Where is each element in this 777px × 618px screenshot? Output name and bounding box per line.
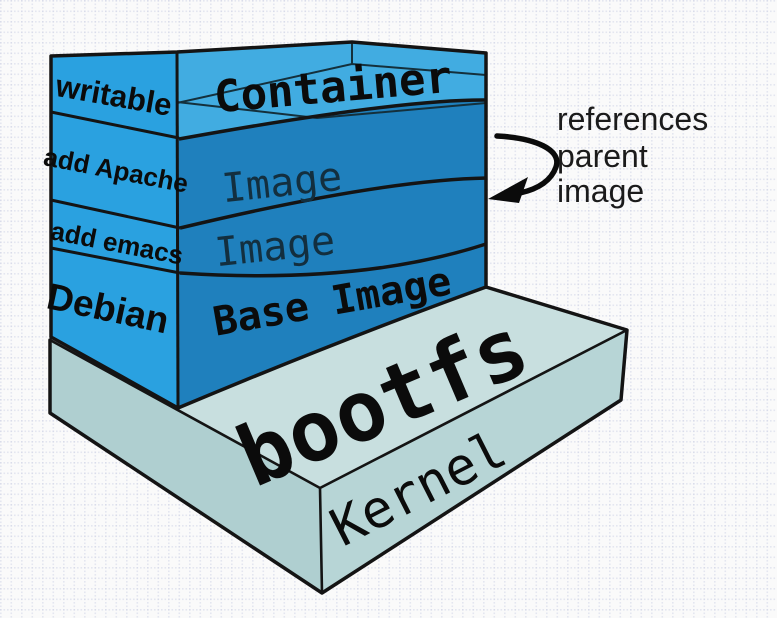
container-front-face: [177, 42, 487, 139]
front-face-layer-lines: [178, 98, 488, 278]
slab-right-face: [320, 330, 627, 593]
reference-arrow: [494, 133, 560, 196]
container-rim-lines: [176, 43, 487, 120]
left-face-layer-lines: [50, 110, 181, 275]
stack-outline: [49, 40, 488, 410]
stack-corner-crease: [175, 51, 180, 409]
reference-arrowhead: [488, 177, 528, 203]
slab-left-face: [50, 340, 322, 593]
slab-outline: [48, 285, 629, 595]
slab-top-face: [50, 287, 627, 488]
annotation-line-2: parent: [557, 138, 648, 174]
annotation-line-3: image: [557, 173, 644, 209]
stack-left-face: [51, 52, 178, 408]
annotation-group: references parent image: [488, 101, 708, 209]
layer-stack-group: writable add Apache add emacs Debian Con…: [41, 40, 488, 410]
image-stack-front-face: [177, 42, 486, 408]
annotation-line-1: references: [557, 101, 708, 137]
slab-inner-edges: [49, 328, 628, 594]
